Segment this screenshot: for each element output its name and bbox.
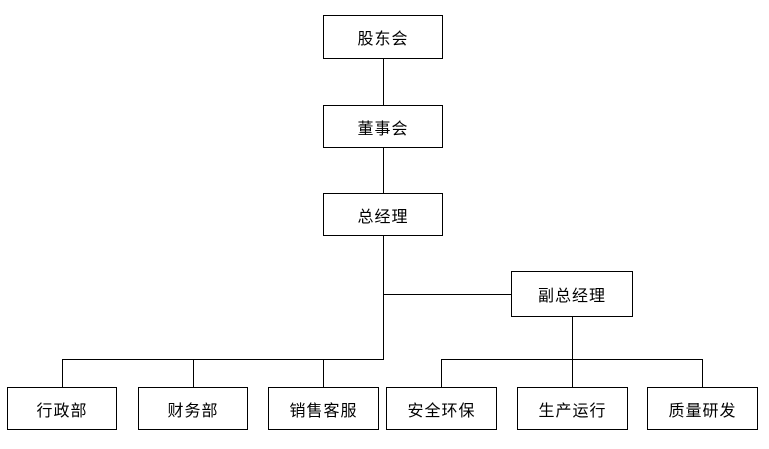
connector-drop-admin: [62, 359, 63, 387]
connector-shareholders-board: [383, 59, 384, 105]
org-node-general-manager: 总经理: [323, 193, 443, 236]
connector-left-branch-bar: [62, 359, 384, 360]
connector-board-general-manager: [383, 148, 384, 193]
connector-trunk-deputy: [383, 294, 511, 295]
connector-drop-safety-env: [441, 359, 442, 387]
connector-right-branch-bar: [441, 359, 702, 360]
org-node-deputy-general-manager: 副总经理: [511, 271, 633, 317]
org-node-safety-env-dept: 安全环保: [386, 387, 497, 430]
connector-deputy-trunk: [572, 317, 573, 359]
connector-drop-finance: [193, 359, 194, 387]
org-node-production-ops-dept: 生产运行: [517, 387, 628, 430]
org-node-quality-rd-dept: 质量研发: [647, 387, 758, 430]
org-node-sales-service-dept: 销售客服: [268, 387, 379, 430]
org-node-board: 董事会: [323, 105, 443, 148]
connector-drop-sales-service: [323, 359, 324, 387]
connector-drop-production-ops: [572, 359, 573, 387]
connector-drop-quality-rd: [702, 359, 703, 387]
org-node-admin-dept: 行政部: [7, 387, 117, 430]
org-node-shareholders: 股东会: [323, 15, 443, 59]
connector-general-manager-trunk: [383, 236, 384, 360]
org-node-finance-dept: 财务部: [138, 387, 248, 430]
